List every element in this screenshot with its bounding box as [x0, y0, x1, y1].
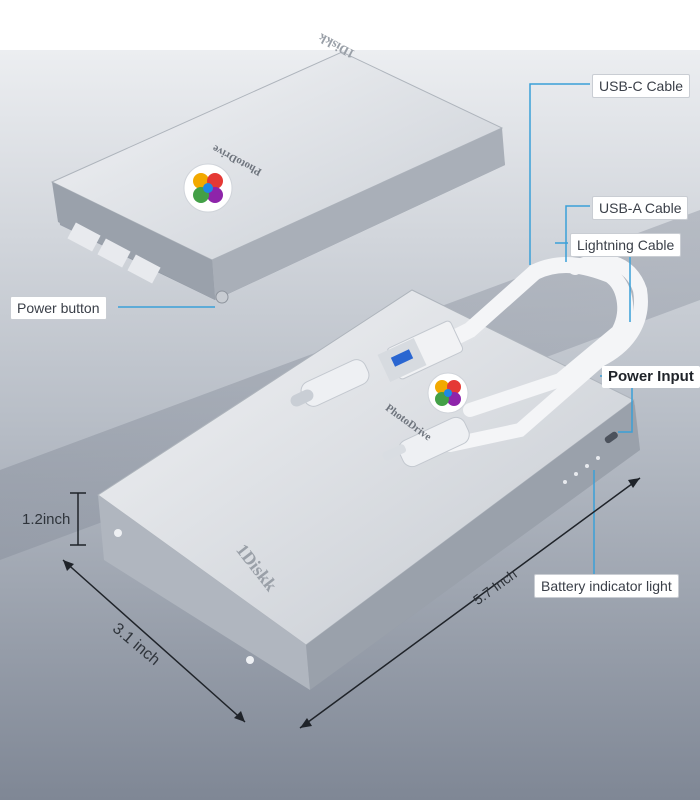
photo-logo-icon — [183, 163, 233, 213]
dimension-arrows — [62, 477, 641, 729]
power-input-label: Power Input — [602, 366, 700, 388]
usb-a-cable-label: USB-A Cable — [592, 196, 689, 220]
power-button-icon — [215, 290, 229, 304]
battery-indicator-label: Battery indicator light — [534, 574, 679, 598]
height-dimension: 1.2inch — [22, 511, 71, 528]
power-button-label: Power button — [10, 296, 107, 320]
lightning-cable-label: Lightning Cable — [570, 233, 682, 257]
photo-logo-icon-2 — [427, 372, 469, 414]
usb-c-cable-label: USB-C Cable — [592, 74, 691, 98]
lightning-connector-icon — [382, 416, 470, 468]
arrow-heads — [63, 478, 640, 728]
usb-a-connector-icon — [377, 320, 464, 383]
top-power-bank — [50, 51, 505, 304]
usb-c-connector-icon — [290, 359, 370, 407]
